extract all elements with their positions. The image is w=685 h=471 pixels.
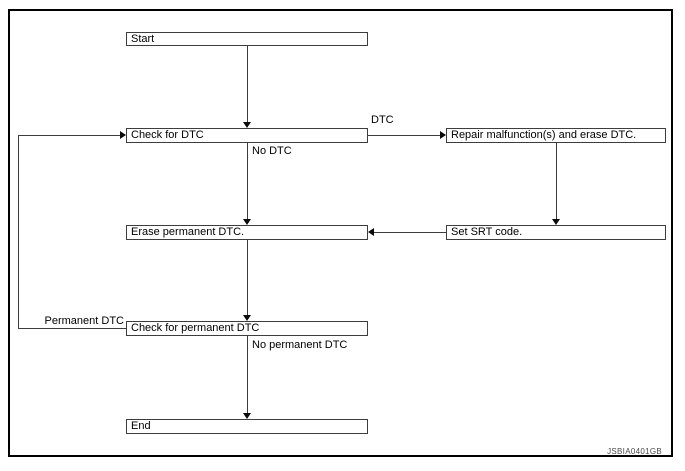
flow-node-end: End	[126, 419, 368, 434]
edge-label-dtc: DTC	[371, 114, 394, 126]
flow-node-repair: Repair malfunction(s) and erase DTC.	[446, 128, 666, 143]
arrowhead-right-loop-into-check-dtc-icon	[120, 131, 126, 139]
flow-node-start: Start	[126, 32, 368, 46]
arrowhead-down-into-end-icon	[243, 413, 251, 419]
arrowhead-down-into-check-dtc-icon	[243, 122, 251, 128]
edge-line-loop-bottom	[18, 328, 126, 329]
arrowhead-down-into-check-permanent-icon	[243, 315, 251, 321]
arrowhead-left-into-erase-icon	[368, 228, 374, 236]
edge-line-check-permanent-to-end	[247, 336, 248, 414]
edge-line-loop-top	[19, 135, 121, 136]
flow-node-check-permanent: Check for permanent DTC	[126, 321, 368, 336]
figure-code-watermark: JSBIA0401GB	[607, 447, 662, 456]
flow-node-erase-permanent: Erase permanent DTC.	[126, 225, 368, 240]
edge-line-check-dtc-to-erase	[247, 143, 248, 220]
flow-node-check-dtc: Check for DTC	[126, 128, 368, 143]
edge-line-erase-to-check-permanent	[247, 240, 248, 316]
arrowhead-down-into-erase-icon	[243, 219, 251, 225]
edge-line-start-to-check-dtc	[247, 46, 248, 122]
arrowhead-right-into-repair-icon	[440, 131, 446, 139]
edge-line-loop-vertical	[18, 135, 19, 329]
edge-label-permanent-dtc: Permanent DTC	[44, 315, 124, 327]
edge-label-no-dtc: No DTC	[252, 145, 292, 157]
edge-line-repair-to-set-srt	[556, 143, 557, 220]
edge-line-check-dtc-to-repair	[368, 135, 441, 136]
edge-label-no-permanent-dtc: No permanent DTC	[252, 339, 348, 351]
arrowhead-down-into-set-srt-icon	[552, 219, 560, 225]
flow-node-set-srt: Set SRT code.	[446, 225, 666, 240]
edge-line-set-srt-to-erase	[374, 232, 446, 233]
